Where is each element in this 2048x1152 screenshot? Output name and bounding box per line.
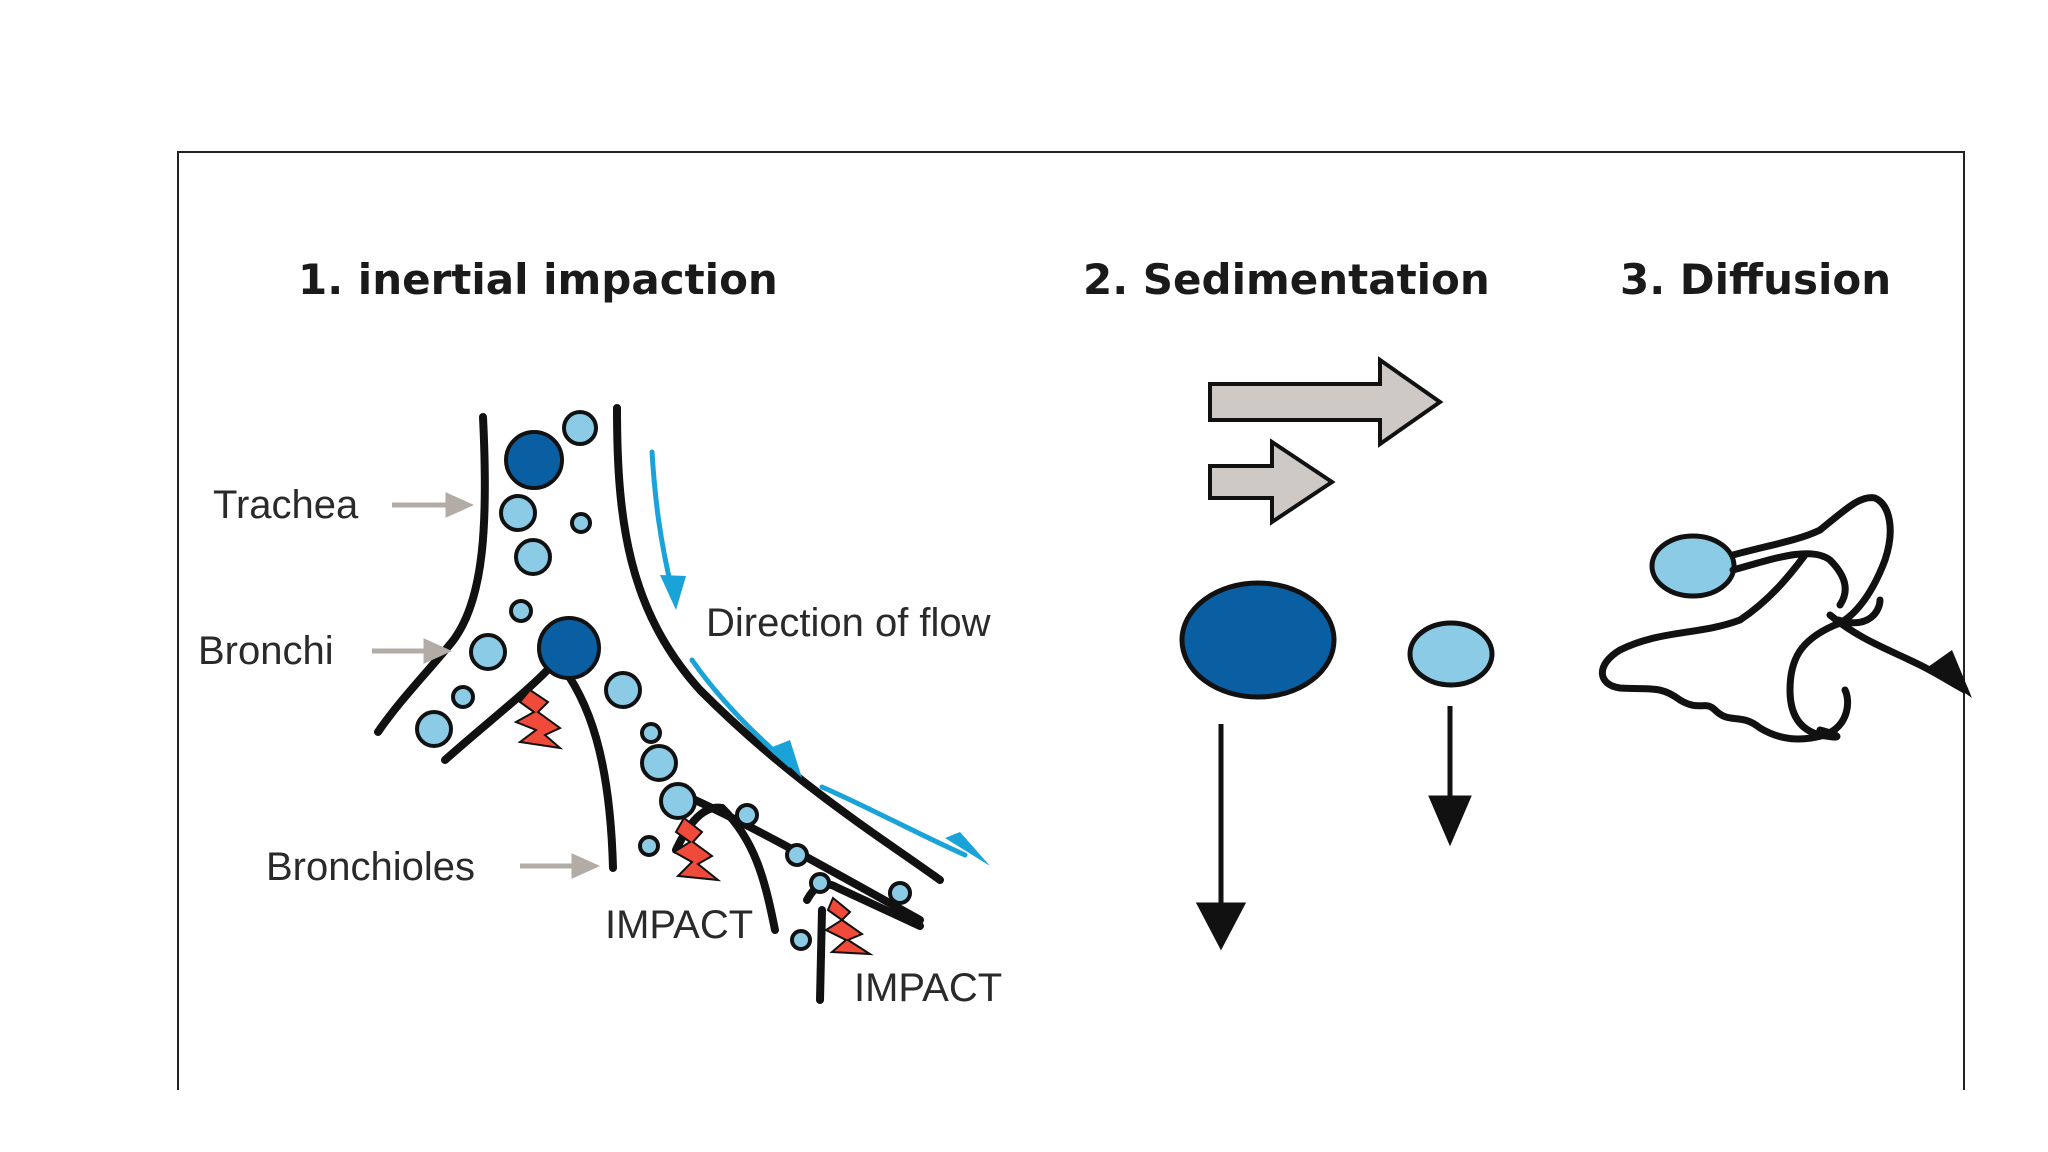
- diffusing-particle: [1649, 533, 1737, 599]
- block-arrow: [1208, 438, 1336, 526]
- label-bronchioles: Bronchioles: [266, 845, 475, 889]
- heading-sedimentation: 2. Sedimentation: [1083, 255, 1490, 304]
- light-particle: [451, 685, 475, 709]
- light-particle: [790, 929, 812, 951]
- light-particle: [888, 881, 912, 905]
- flow-arrowhead: [770, 740, 802, 778]
- flow-arrowhead: [660, 575, 686, 610]
- label-bronchi: Bronchi: [198, 629, 334, 673]
- light-particle: [638, 835, 660, 857]
- light-particle: [640, 744, 678, 782]
- light-particle: [640, 722, 662, 744]
- light-particle: [659, 782, 697, 820]
- label-trachea: Trachea: [213, 483, 359, 527]
- airway-particles: [415, 410, 912, 951]
- frame-border: [177, 151, 1965, 1090]
- heading-diffusion: 3. Diffusion: [1620, 255, 1891, 304]
- impact-mark: [513, 688, 564, 750]
- dark-particle: [504, 430, 564, 490]
- label-direction-of-flow: Direction of flow: [706, 601, 991, 645]
- small-settling-particle: [1407, 620, 1495, 688]
- light-particle: [809, 872, 831, 894]
- flow-arrows: [649, 449, 968, 858]
- diffusion-arrowhead: [1928, 650, 1972, 698]
- heading-inertial-impaction: 1. inertial impaction: [298, 255, 778, 304]
- impact-mark: [672, 816, 722, 882]
- impact-marks: [513, 688, 874, 956]
- light-particle: [469, 633, 507, 671]
- dark-particle: [537, 616, 601, 680]
- light-particle: [499, 494, 537, 532]
- pointer-arrows: [372, 492, 601, 879]
- light-particle: [509, 599, 533, 623]
- settling-arrows: [1195, 706, 1472, 951]
- flow-arrowheads: [660, 575, 990, 866]
- light-particle: [604, 671, 642, 709]
- light-particle: [562, 410, 598, 446]
- light-particle: [570, 512, 592, 534]
- diffusion-path: [1598, 494, 1969, 743]
- label-impact: IMPACT: [605, 903, 753, 947]
- light-particle: [785, 843, 809, 867]
- light-particle: [514, 538, 552, 576]
- block-arrow: [1208, 356, 1444, 448]
- label-impact: IMPACT: [854, 966, 1002, 1010]
- light-particle: [735, 803, 759, 827]
- block-arrows: [1208, 356, 1444, 526]
- impact-mark: [823, 896, 874, 956]
- flow-arrowhead: [945, 832, 990, 866]
- large-settling-particle: [1179, 580, 1337, 700]
- arrowhead: [1195, 902, 1247, 951]
- light-particle: [415, 710, 453, 748]
- arrowhead: [1428, 795, 1472, 847]
